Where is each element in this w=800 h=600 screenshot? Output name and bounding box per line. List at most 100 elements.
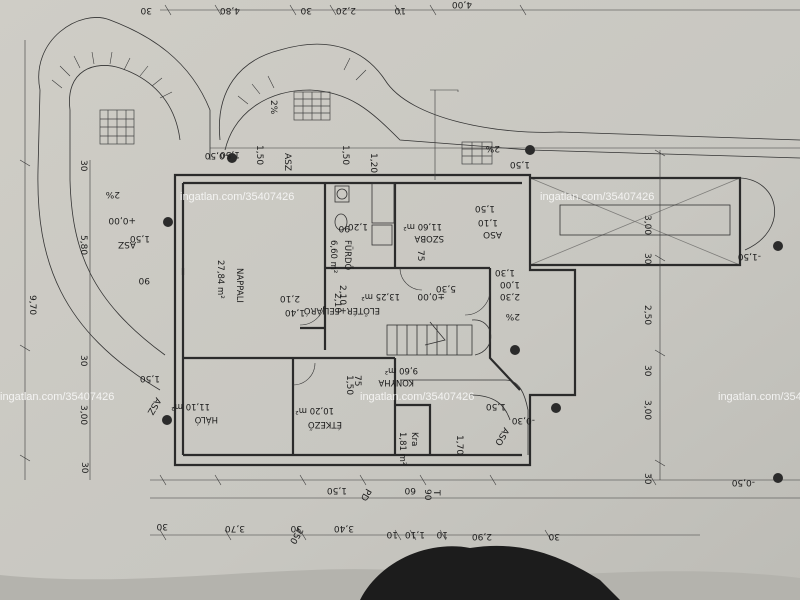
dim-inner-19: 90 <box>422 489 432 501</box>
room-szoba-name: SZOBA <box>414 233 444 243</box>
room-nappali-area: 27,84 m² <box>215 260 225 299</box>
room-eloter-name: ELŐTÉR+FELJÁRÓ <box>304 305 380 317</box>
dim-bottom-9: 30 <box>548 531 560 541</box>
note-3: ASO <box>483 229 502 239</box>
watermark-1: ingatlan.com/35407426 <box>180 191 294 203</box>
left-border-path-inner <box>69 110 166 356</box>
bottom-dimensions: 30 3,70 30 3,40 10 1,10 10 2,90 30 <box>156 521 560 541</box>
dim-inner-4: 1,50 <box>130 233 150 243</box>
top-dimensions: 30 4,80 30 2,20 10 4,00 <box>140 0 472 15</box>
dim-inner-21: 1,20 <box>368 153 378 173</box>
watermark-4: ingatlan.com/35407426 <box>360 391 474 403</box>
dim-top-6: 4,00 <box>452 0 472 9</box>
dim-bottom-5: 10 <box>386 529 398 539</box>
slope-1: 2% <box>105 189 120 199</box>
dim-left-4: 30 <box>78 355 88 367</box>
note-7: T <box>431 489 441 496</box>
dim-bottom-7: 10 <box>436 529 448 539</box>
note-5: ASZ <box>282 153 292 171</box>
dim-inner-12: 1,00 <box>500 279 520 289</box>
bathroom-fixtures <box>334 182 395 246</box>
room-furdo-name: FÜRDŐ <box>342 240 353 271</box>
room-etkezo-area: 10,20 m² <box>295 405 334 415</box>
curved-walkway-inner <box>69 65 181 141</box>
room-etkezo-name: ÉTKEZŐ <box>308 419 342 431</box>
dim-inner-16: 75 <box>352 375 362 386</box>
room-halo-name: HÁLÓ <box>194 414 218 426</box>
carport <box>529 176 775 267</box>
dim-inner-7: 90 <box>338 223 350 233</box>
room-kamra-area: 1,81 m² <box>397 432 407 465</box>
room-szoba-area: 11,60 m² <box>403 221 442 231</box>
dim-bottom-2: 3,70 <box>225 523 245 533</box>
dim-bottom-4: 3,40 <box>334 523 354 533</box>
room-halo-area: 11,10 m² <box>171 401 210 411</box>
room-kamra-name: Kra <box>409 432 419 446</box>
level-2: -1,50 <box>737 251 761 261</box>
dim-bottom-3: 30 <box>290 523 302 533</box>
dim-inner-25: 2,10 <box>332 293 342 313</box>
dim-left-1: 30 <box>78 160 88 172</box>
right-dimensions: 3,00 30 2,50 30 3,00 30 <box>642 215 652 485</box>
level-1: +0,00 <box>108 215 136 225</box>
curved-step-ticks <box>51 51 367 105</box>
dim-top-3: 30 <box>300 5 312 15</box>
dim-inner-10: 2,10 <box>337 285 347 305</box>
dim-inner-8: 90 <box>138 275 150 285</box>
dim-right-1: 3,00 <box>642 215 652 235</box>
dim-left-5: 3,00 <box>78 405 88 425</box>
dim-bottom-1: 30 <box>156 521 168 531</box>
dimension-lines <box>24 9 800 536</box>
dim-left-3: 9,70 <box>27 295 37 315</box>
slope-2: 2% <box>268 100 278 115</box>
room-furdo-area: 6,60 m² <box>328 240 338 273</box>
dim-right-5: 3,00 <box>642 400 652 420</box>
slope-3: 2% <box>505 311 520 321</box>
dim-inner-24: 1,50 <box>344 375 354 395</box>
dim-inner-15: 75 <box>415 250 425 261</box>
dim-right-4: 30 <box>642 365 652 377</box>
inner-dimensions: 1,50 1,50 1,50 1,50 1,50 1,50 90 90 2,10… <box>130 145 530 501</box>
dim-bottom-8: 2,90 <box>472 531 492 541</box>
room-konyha-name: KONYHA <box>378 377 414 387</box>
building-walls <box>173 173 577 467</box>
dim-inner-17: 1,50 <box>327 485 347 495</box>
dim-left-2: 5,80 <box>78 235 88 255</box>
dimension-ticks <box>19 4 666 541</box>
staircase <box>386 319 492 356</box>
dim-bottom-6: 1,10 <box>405 529 425 539</box>
left-border-path <box>37 89 161 391</box>
dim-top-2: 4,80 <box>220 5 240 15</box>
dim-top-1: 30 <box>140 5 152 15</box>
slope-4: 2% <box>485 143 500 153</box>
dim-right-2: 30 <box>642 253 652 265</box>
room-nappali-name: NAPPALI <box>234 268 244 303</box>
dim-inner-9: 2,10 <box>280 293 300 303</box>
drain-grid <box>99 91 493 165</box>
level-5: -0,50 <box>204 150 228 160</box>
dim-inner-28: 1,30 <box>495 267 515 277</box>
dim-inner-2: 1,50 <box>340 145 350 165</box>
dim-inner-11: 2,30 <box>500 291 520 301</box>
level-6: -0,50 <box>731 477 755 487</box>
watermark-5: ingatlan.com/35407426 <box>718 391 800 403</box>
watermarks: ingatlan.com/35407426 ingatlan.com/35407… <box>0 191 800 403</box>
level-markers <box>162 145 783 483</box>
dim-inner-27: 1,50 <box>510 159 530 169</box>
curved-walkway-outer <box>38 17 211 160</box>
note-1: ASZ <box>118 239 136 249</box>
dim-inner-1: 1,50 <box>254 145 264 165</box>
dim-left-6: 30 <box>79 462 89 474</box>
level-4: -0,30 <box>511 415 535 425</box>
room-labels: NAPPALI 27,84 m² FÜRDŐ 6,60 m² SZOBA 11,… <box>171 221 444 465</box>
dim-inner-14: 1,40 <box>285 307 305 317</box>
kitchen-counter-inner <box>469 394 511 421</box>
slope-labels: 2% 2% 2% 2% <box>105 100 520 321</box>
left-dimensions: 30 5,80 9,70 30 3,00 30 <box>27 160 89 474</box>
watermark-3: ingatlan.com/35407426 <box>0 391 114 403</box>
dim-top-4: 2,20 <box>336 5 356 15</box>
dim-inner-22: 1,20 <box>348 221 368 231</box>
dim-right-3: 2,50 <box>642 305 652 325</box>
